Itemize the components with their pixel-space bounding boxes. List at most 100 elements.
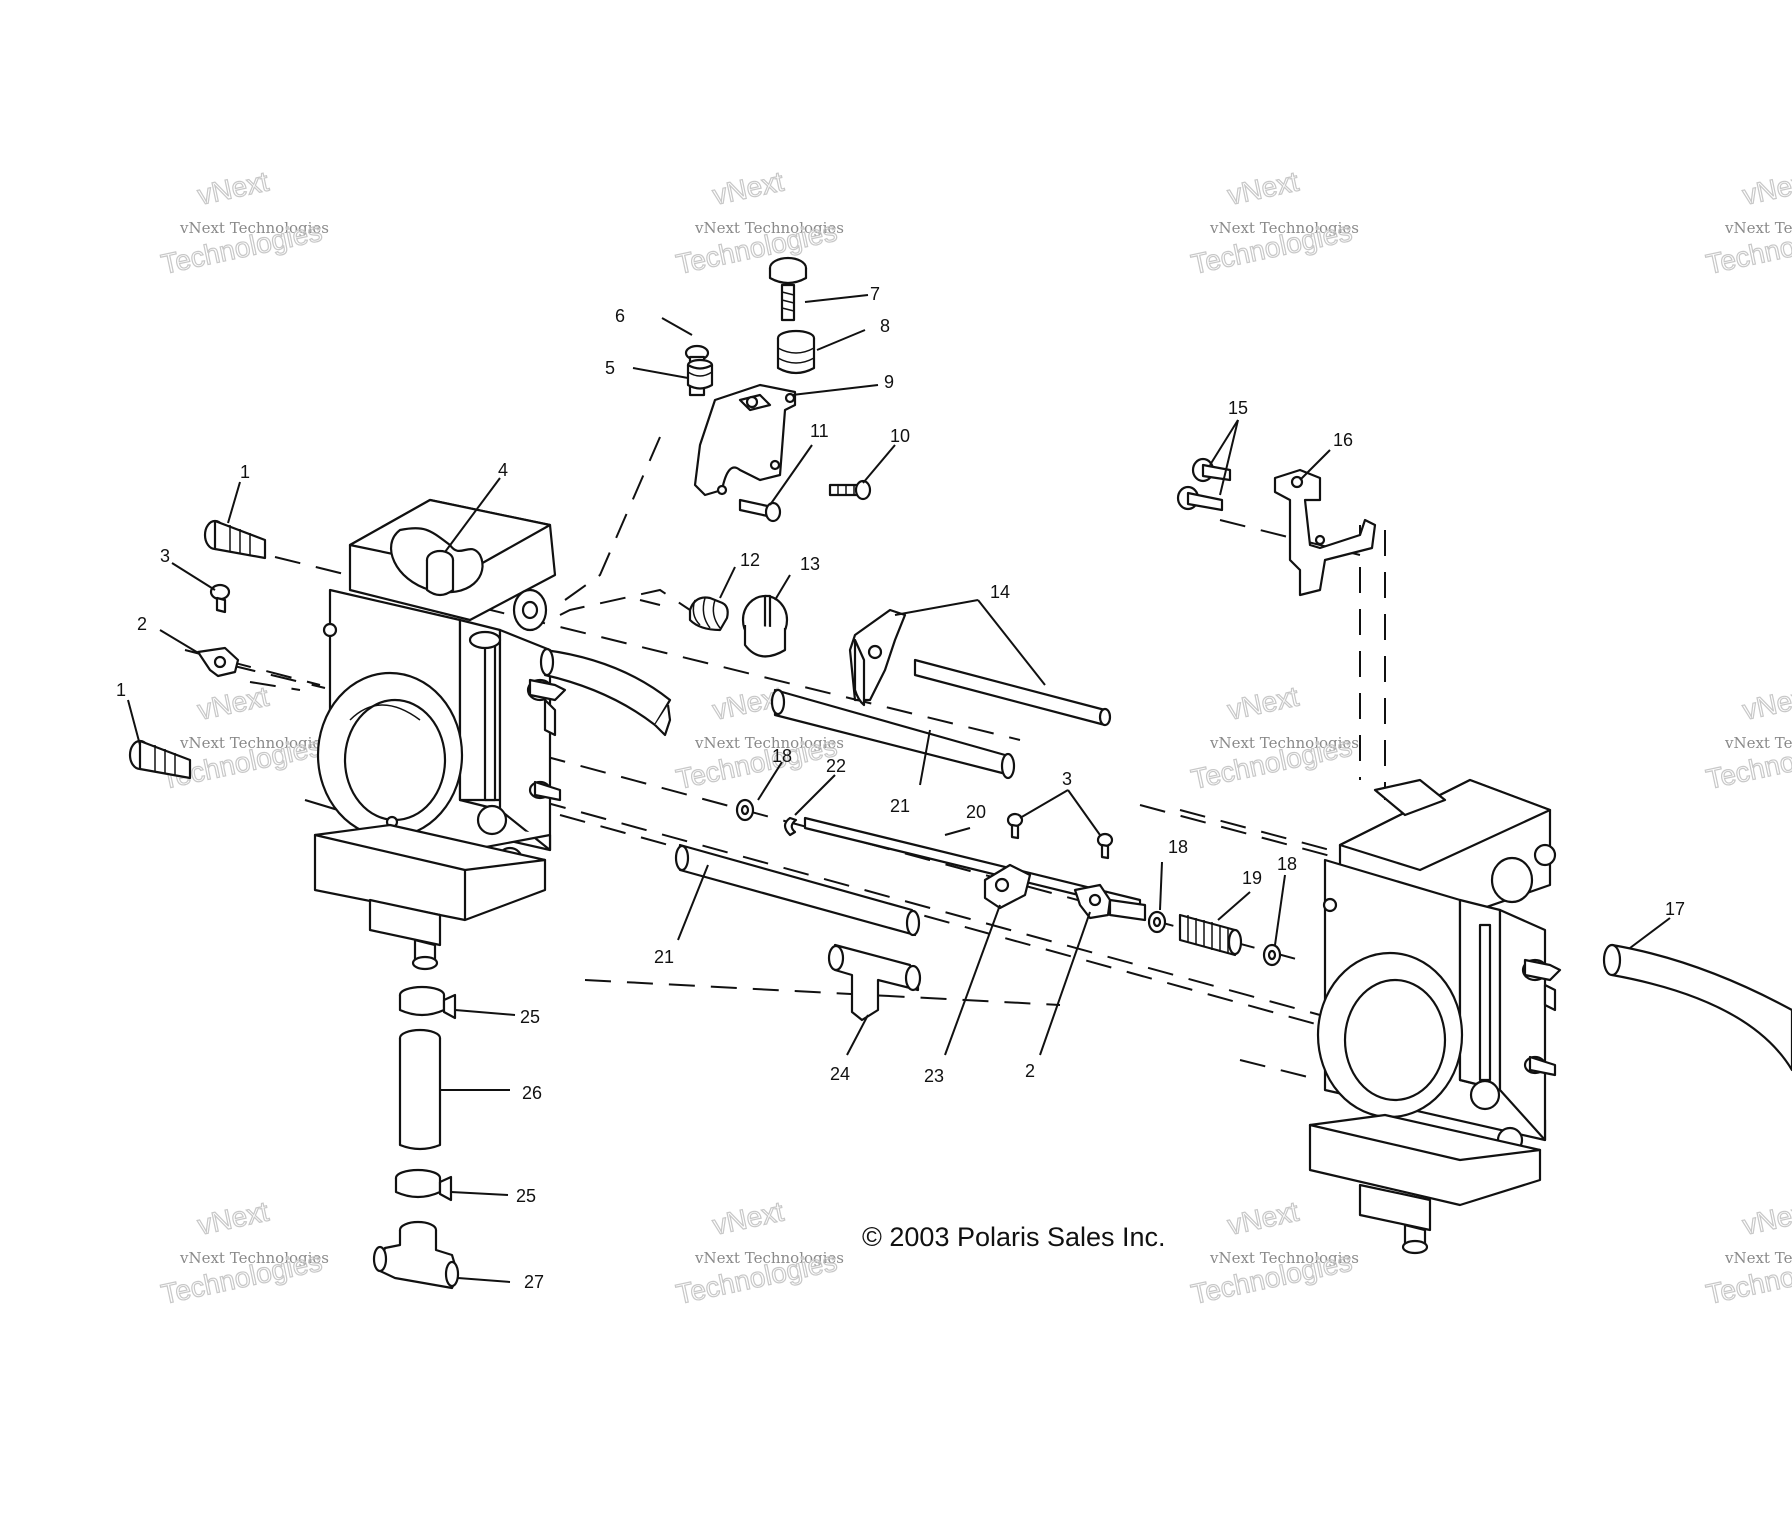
callout-3: 3 [1062, 769, 1072, 789]
part-clip-22 [783, 816, 798, 837]
part-screw-3-right-a [1006, 812, 1024, 840]
part-clamp-25-bottom [394, 1168, 453, 1202]
svg-text:vNext Technologies: vNext Technologies [179, 219, 329, 237]
callout-19: 19 [1242, 868, 1262, 888]
callout-16: 16 [1333, 430, 1353, 450]
leader-lines [127, 294, 1671, 1283]
part-screw-7 [768, 256, 808, 322]
part-clamp-25-top [398, 985, 457, 1020]
callout-23: 23 [924, 1066, 944, 1086]
svg-text:vNext: vNext [1740, 166, 1792, 211]
part-hose-left [539, 647, 672, 737]
svg-text:vNext Technologies: vNext Technologies [1209, 1249, 1359, 1267]
part-screw-11 [738, 498, 782, 523]
part-screw-3-right-b [1096, 832, 1114, 860]
part-hose-17 [1602, 943, 1792, 1072]
callout-3: 3 [160, 546, 170, 566]
callout-24: 24 [830, 1064, 850, 1084]
part-screw-15-a [1191, 457, 1232, 483]
watermark: vNext vNext Technologies Technologies [1703, 165, 1792, 281]
part-clamp-2-right [1073, 883, 1147, 922]
part-washer-18-right [1262, 943, 1282, 967]
copyright-text: © 2003 Polaris Sales Inc. [862, 1222, 1166, 1252]
callout-2: 2 [137, 614, 147, 634]
svg-text:vNext Technologies: vNext Technologies [179, 734, 329, 752]
parts-group [128, 256, 1792, 1290]
svg-text:vNext: vNext [195, 1196, 272, 1241]
callout-25: 25 [520, 1007, 540, 1027]
svg-text:vNext: vNext [1225, 166, 1302, 211]
watermark: vNext vNext Technologies Technologies [673, 165, 844, 281]
callout-20: 20 [966, 802, 986, 822]
part-washer-18-middle [1147, 910, 1167, 934]
svg-text:vNext Technologies: vNext Technologies [1724, 1249, 1792, 1267]
svg-text:vNext Technologies: vNext Technologies [1209, 734, 1359, 752]
watermark: vNext vNext Technologies Technologies [1188, 165, 1359, 281]
part-spring-8 [776, 329, 816, 375]
callout-27: 27 [524, 1272, 544, 1292]
svg-text:vNext Technologies: vNext Technologies [694, 1249, 844, 1267]
callout-labels: 1 3 2 1 4 5 6 7 8 9 10 11 12 13 14 15 16… [116, 284, 1685, 1292]
svg-text:vNext: vNext [1740, 681, 1792, 726]
part-spring-12 [688, 596, 729, 632]
watermark: vNext vNext Technologies Technologies [673, 1195, 844, 1311]
svg-text:vNext Technologies: vNext Technologies [1209, 219, 1359, 237]
callout-22: 22 [826, 756, 846, 776]
left-carburetor [304, 498, 567, 971]
callout-7: 7 [870, 284, 880, 304]
watermark: vNext vNext Technologies Technologies [1703, 680, 1792, 796]
part-tee-24 [827, 943, 922, 1022]
callout-18: 18 [772, 746, 792, 766]
callout-6: 6 [615, 306, 625, 326]
svg-text:vNext: vNext [195, 681, 272, 726]
callout-17: 17 [1665, 899, 1685, 919]
part-tube-21-lower [674, 843, 921, 937]
part-screw-3-left [209, 583, 231, 614]
svg-text:vNext Technologies: vNext Technologies [1724, 734, 1792, 752]
callout-2: 2 [1025, 1061, 1035, 1081]
callout-5: 5 [605, 358, 615, 378]
svg-text:vNext: vNext [195, 166, 272, 211]
callout-10: 10 [890, 426, 910, 446]
callout-21: 21 [654, 947, 674, 967]
watermark: vNext vNext Technologies Technologies [673, 680, 844, 796]
part-screw-1-bottom [128, 739, 192, 780]
callout-14: 14 [990, 582, 1010, 602]
part-screw-1-top [203, 519, 267, 560]
svg-text:vNext Technologies: vNext Technologies [694, 734, 844, 752]
part-lever-23 [983, 863, 1032, 910]
svg-text:vNext: vNext [710, 1196, 787, 1241]
callout-25: 25 [516, 1186, 536, 1206]
svg-text:vNext Technologies: vNext Technologies [179, 1249, 329, 1267]
callout-18: 18 [1168, 837, 1188, 857]
callout-1: 1 [116, 680, 126, 700]
callout-13: 13 [800, 554, 820, 574]
svg-text:vNext: vNext [710, 166, 787, 211]
part-washer-18-left [735, 798, 755, 822]
part-tee-27 [372, 1220, 460, 1290]
callout-26: 26 [522, 1083, 542, 1103]
callout-8: 8 [880, 316, 890, 336]
callout-15: 15 [1228, 398, 1248, 418]
part-screw-10 [828, 479, 872, 501]
callout-9: 9 [884, 372, 894, 392]
watermark: vNext vNext Technologies Technologies [158, 1195, 329, 1311]
watermark: vNext vNext Technologies Technologies [158, 165, 329, 281]
part-spring-19 [1178, 913, 1243, 957]
right-carburetor [1179, 778, 1562, 1255]
watermark: vNext vNext Technologies Technologies [1188, 680, 1359, 796]
svg-text:vNext Technologies: vNext Technologies [1724, 219, 1792, 237]
callout-11: 11 [810, 421, 829, 441]
callout-4: 4 [498, 460, 508, 480]
part-bracket-9 [693, 383, 797, 497]
callout-18: 18 [1277, 854, 1297, 874]
part-bracket-16 [1273, 468, 1377, 597]
watermark: vNext vNext Technologies Technologies [1188, 1195, 1359, 1311]
part-cam-shaft-14 [848, 608, 1112, 727]
part-clamp-2-left [196, 646, 240, 678]
part-screw-15-b [1176, 485, 1224, 512]
svg-text:vNext: vNext [1740, 1196, 1792, 1241]
watermark: vNext vNext Technologies Technologies [1703, 1195, 1792, 1311]
svg-text:vNext: vNext [1225, 1196, 1302, 1241]
